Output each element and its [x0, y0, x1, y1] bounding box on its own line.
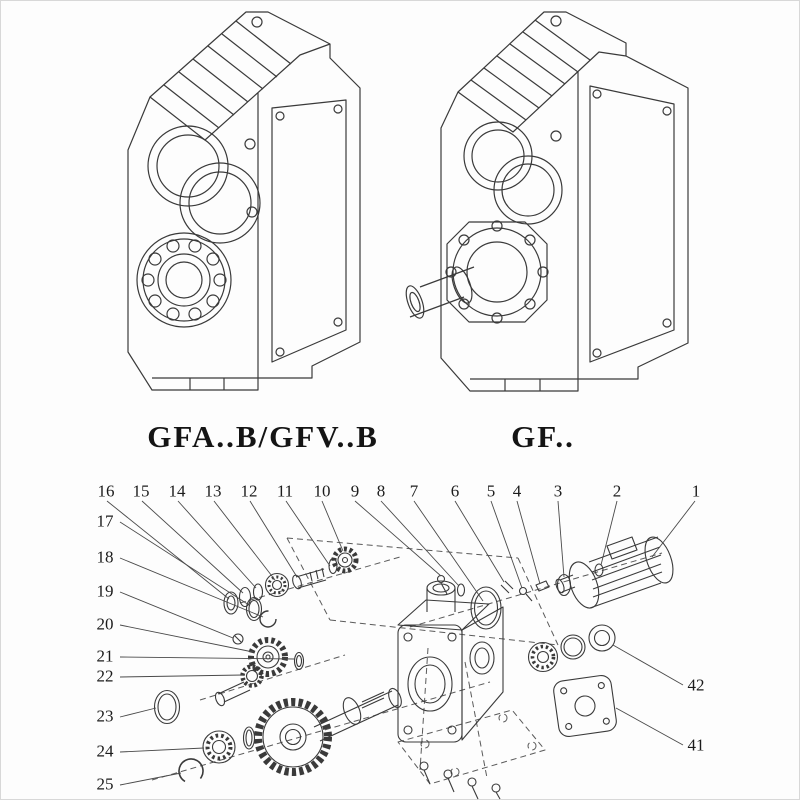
- callout-16: 16: [97, 481, 115, 501]
- callout-9: 9: [350, 481, 360, 501]
- callout-21: 21: [96, 646, 114, 666]
- callout-14: 14: [168, 481, 186, 501]
- callout-15: 15: [132, 481, 150, 501]
- callout-24: 24: [96, 741, 114, 761]
- callout-13: 13: [204, 481, 222, 501]
- callout-2: 2: [612, 481, 622, 501]
- exploded-parts-diagram: [106, 500, 696, 800]
- gear-housing: [397, 580, 504, 743]
- callout-17: 17: [96, 511, 114, 531]
- electric-motor: [555, 536, 674, 609]
- callout-10: 10: [313, 481, 331, 501]
- gearbox-drawing-gfab: [127, 11, 361, 391]
- motor-side-parts: [436, 563, 617, 738]
- callout-20: 20: [96, 614, 114, 634]
- callout-22: 22: [96, 666, 114, 686]
- callout-25: 25: [96, 774, 114, 794]
- callout-41: 41: [687, 735, 705, 755]
- callout-11: 11: [276, 481, 294, 501]
- callout-8: 8: [376, 481, 386, 501]
- callout-23: 23: [96, 706, 114, 726]
- phantom-lines: [151, 537, 663, 785]
- callout-3: 3: [553, 481, 563, 501]
- foundation-bolts: [419, 761, 501, 800]
- leader-lines: [106, 500, 696, 786]
- callout-1: 1: [691, 481, 701, 501]
- input-shaft-assembly: [223, 546, 359, 645]
- callout-6: 6: [450, 481, 460, 501]
- model-label-gf: GF..: [511, 419, 575, 454]
- callout-12: 12: [240, 481, 258, 501]
- callout-4: 4: [512, 481, 522, 501]
- callout-18: 18: [96, 547, 114, 567]
- output-gear-assembly: [153, 687, 402, 784]
- callout-7: 7: [409, 481, 419, 501]
- callout-42: 42: [687, 675, 705, 695]
- callout-5: 5: [486, 481, 496, 501]
- intermediate-gear-assembly: [214, 637, 305, 707]
- callout-19: 19: [96, 581, 114, 601]
- model-label-gfab: GFA..B/GFV..B: [147, 419, 379, 454]
- gearbox-drawing-gf: [405, 11, 689, 392]
